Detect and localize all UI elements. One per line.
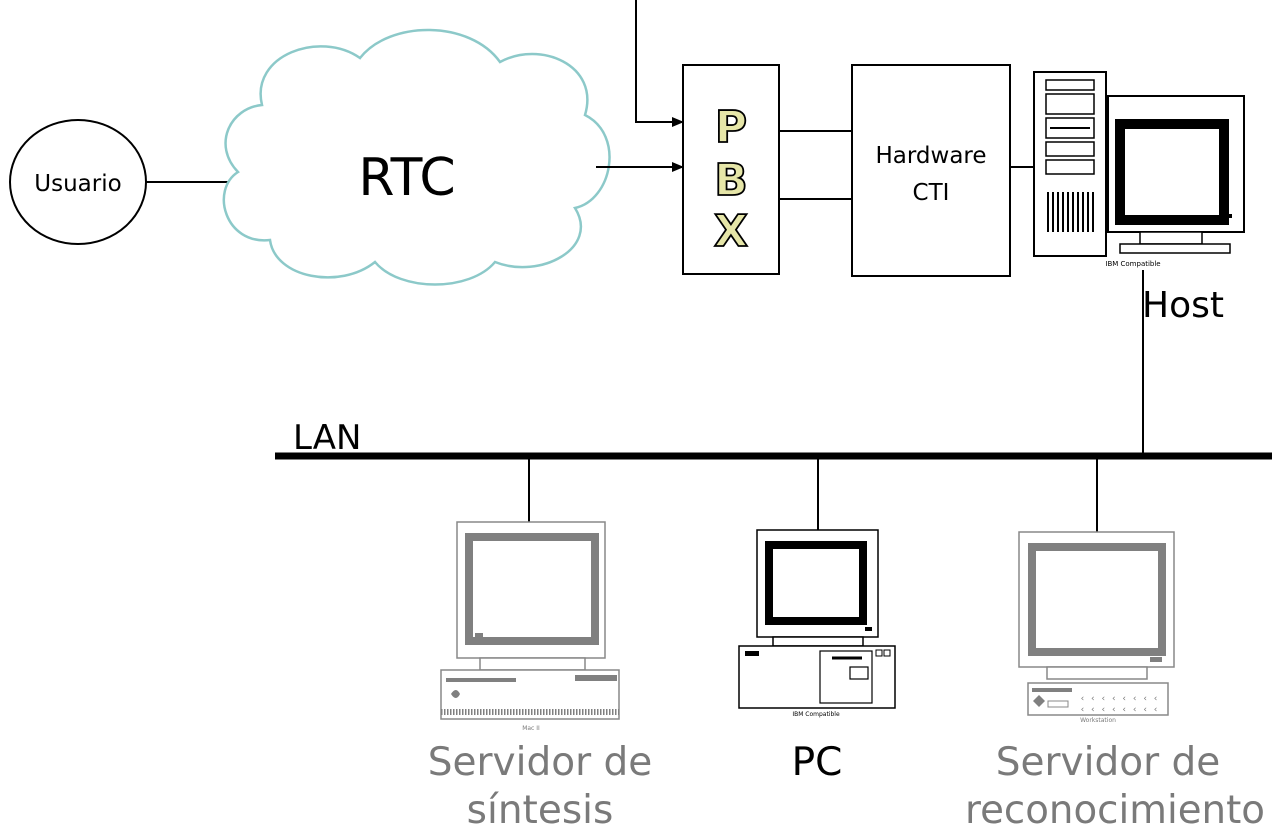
host-computer: IBM Compatible Host [1033, 71, 1245, 326]
workstation-case-label: Workstation [1080, 717, 1116, 724]
synthesis-label-line2: síntesis [467, 788, 614, 831]
mac-computer-icon: Mac II [440, 521, 620, 732]
pc-computer-icon: IBM Compatible [738, 529, 896, 718]
host-monitor-icon [1107, 95, 1245, 254]
pbx-letter-b: B [714, 155, 748, 206]
pbx-box: P B X [682, 64, 780, 275]
pbx-letter-x: X [714, 206, 748, 257]
pc-case-label: IBM Compatible [792, 711, 840, 718]
host-tower-icon [1033, 71, 1107, 257]
pc-label: PC [792, 740, 843, 785]
pbx-letter-p: P [715, 102, 747, 153]
user-label: Usuario [34, 171, 121, 197]
svg-text:‹ ‹ ‹ ‹ ‹ ‹ ‹ ‹: ‹ ‹ ‹ ‹ ‹ ‹ ‹ ‹ [1081, 705, 1160, 715]
host-case-label: IBM Compatible [1105, 260, 1160, 268]
user-node: Usuario [9, 119, 147, 245]
recognition-label-line2: reconocimiento [965, 788, 1265, 831]
mac-case-label: Mac II [522, 725, 540, 732]
workstation-computer-icon: ‹ ‹ ‹ ‹ ‹ ‹ ‹ ‹ ‹ ‹ ‹ ‹ ‹ ‹ ‹ ‹ Workstat… [1018, 531, 1175, 724]
lan-bus: LAN [275, 418, 1272, 460]
host-label: Host [1142, 285, 1224, 326]
external-line-arrow [635, 0, 684, 127]
lan-label: LAN [293, 418, 361, 458]
synthesis-label-line1: Servidor de [428, 740, 653, 785]
network-cloud: RTC [222, 28, 611, 286]
cti-box: Hardware CTI [851, 64, 1011, 277]
cti-label-line1: Hardware [875, 143, 986, 169]
recognition-label-line1: Servidor de [996, 740, 1221, 785]
svg-text:‹ ‹ ‹ ‹ ‹ ‹ ‹ ‹: ‹ ‹ ‹ ‹ ‹ ‹ ‹ ‹ [1081, 694, 1160, 704]
cti-label-line2: CTI [913, 180, 950, 206]
network-label: RTC [358, 148, 455, 208]
